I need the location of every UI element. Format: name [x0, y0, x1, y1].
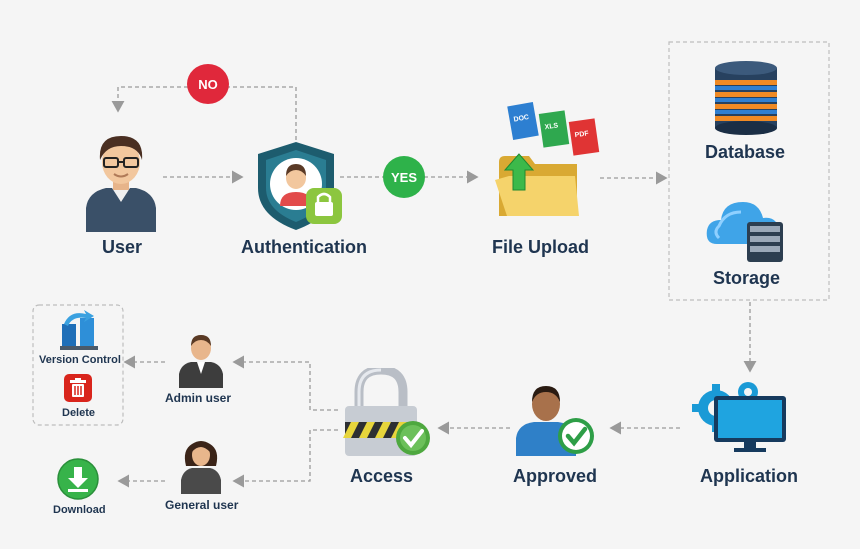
general-user-node — [180, 438, 222, 494]
shield-icon — [258, 142, 342, 230]
file-upload-label: File Upload — [492, 237, 590, 257]
doc-type-label: DOC — [513, 114, 530, 124]
download-node[interactable] — [57, 458, 99, 500]
pdf-file-icon: PDF — [568, 118, 600, 156]
user-icon — [86, 136, 156, 232]
download-label[interactable]: Download — [53, 504, 106, 516]
user-label: User — [102, 237, 143, 257]
application-label: Application — [700, 466, 798, 486]
user-node — [82, 130, 160, 232]
access-label: Access — [350, 466, 414, 486]
storage-label: Storage — [713, 268, 781, 288]
xls-file-icon: XLS — [538, 110, 570, 148]
doc-file-icon: DOC — [507, 102, 539, 140]
database-node — [711, 60, 781, 136]
trash-icon — [64, 374, 92, 402]
version-control-node — [60, 310, 100, 350]
storage-group-box — [668, 41, 830, 301]
download-icon — [57, 458, 99, 500]
pdf-type-label: PDF — [574, 130, 590, 139]
xls-type-label: XLS — [544, 122, 559, 131]
delete-label[interactable]: Delete — [62, 407, 96, 419]
delete-node[interactable] — [64, 374, 92, 402]
version-control-icon — [60, 310, 98, 350]
storage-node — [705, 192, 787, 264]
authentication-label: Authentication — [241, 237, 367, 257]
no-decision-badge: NO — [187, 64, 229, 104]
approved-node — [514, 382, 596, 456]
admin-user-node — [178, 332, 224, 388]
access-node — [343, 365, 433, 458]
application-node — [692, 378, 788, 452]
yes-decision-badge: YES — [383, 156, 425, 198]
yes-label: YES — [390, 169, 417, 185]
folder-upload-icon: DOC XLS PDF — [495, 102, 600, 216]
access-branch-connector-general — [232, 429, 338, 488]
no-label: NO — [198, 76, 218, 92]
general-user-label: General user — [165, 498, 239, 512]
application-icon — [692, 382, 786, 452]
access-branch-connector — [232, 355, 338, 411]
general-user-icon — [181, 441, 221, 494]
file-upload-node: DOC XLS PDF — [495, 98, 605, 222]
padlock-icon — [343, 365, 430, 456]
database-icon — [715, 61, 777, 135]
admin-tools-box — [32, 304, 124, 426]
approved-label: Approved — [513, 466, 598, 486]
admin-user-label: Admin user — [165, 391, 232, 405]
version-control-label[interactable]: Version Control — [39, 354, 121, 366]
database-label: Database — [705, 142, 786, 162]
authentication-node — [258, 140, 344, 232]
admin-user-icon — [179, 335, 223, 388]
approved-user-icon — [516, 386, 594, 456]
cloud-storage-icon — [706, 202, 783, 262]
